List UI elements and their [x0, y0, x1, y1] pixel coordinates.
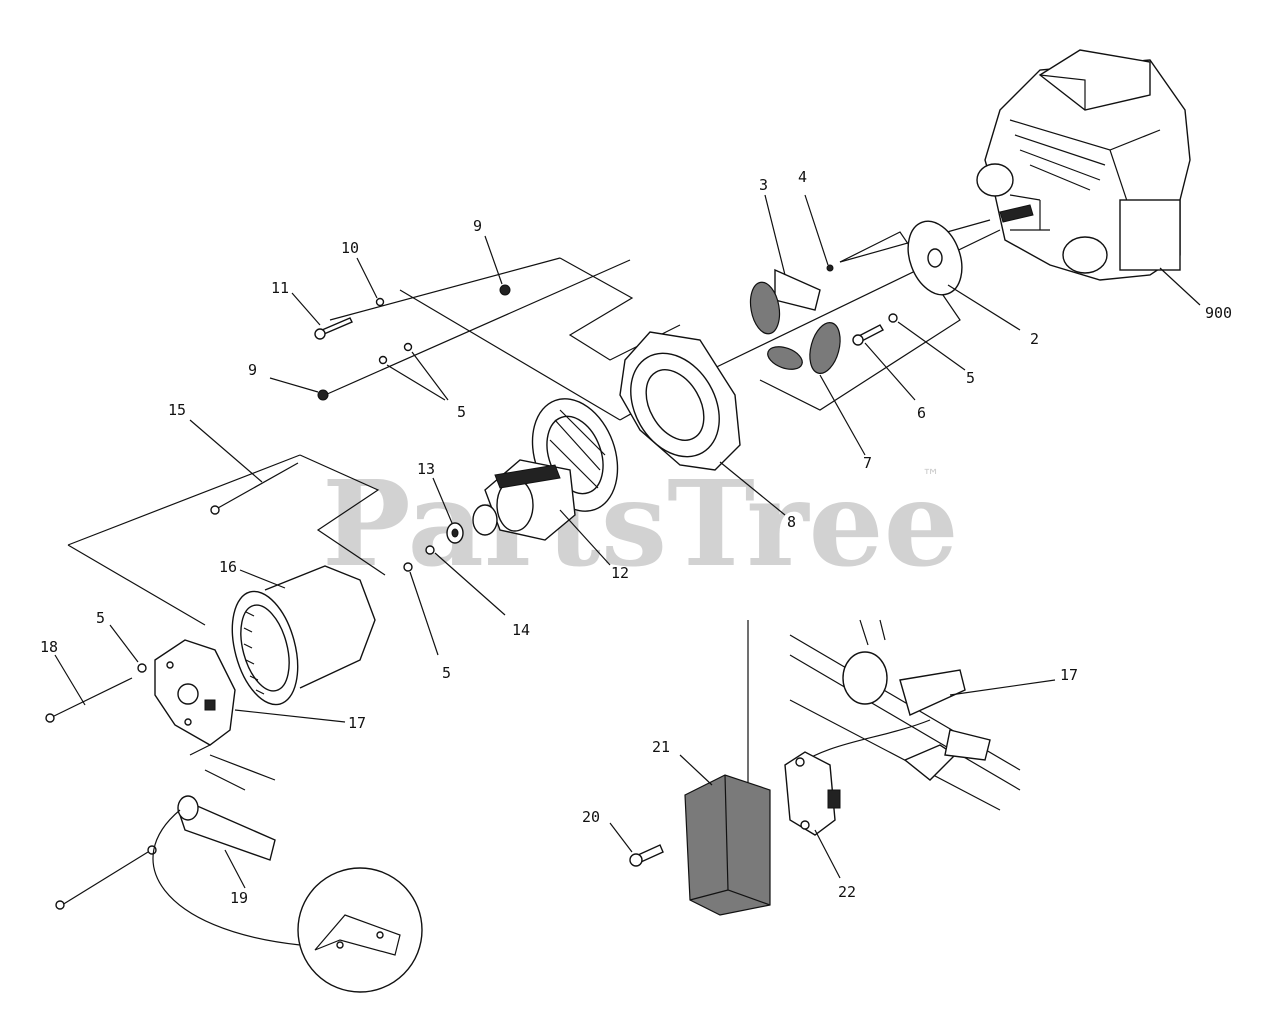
frame-detail-part-17[interactable] [789, 619, 1021, 811]
rectifier-part-22[interactable] [784, 751, 841, 836]
assembly-frame-right [759, 231, 961, 411]
detail-inset-circle [297, 867, 423, 993]
bracket-part-19[interactable] [177, 795, 276, 861]
callout-12: 12 [611, 564, 629, 582]
leader-7 [819, 374, 866, 456]
callout-7: 7 [863, 454, 872, 472]
engine-part-900[interactable] [976, 49, 1191, 281]
bearing-part-13[interactable] [446, 522, 464, 544]
callout-3: 3 [759, 176, 768, 194]
callout-18: 18 [40, 638, 58, 656]
leader-13 [432, 477, 453, 524]
leader-900 [1159, 267, 1201, 306]
stator-part-16[interactable] [221, 565, 376, 712]
washer-part-5-rotor[interactable] [403, 562, 413, 572]
leader-11 [291, 292, 321, 326]
callout-6: 6 [917, 404, 926, 422]
housing-ring-part-8[interactable] [613, 331, 741, 473]
watermark-text: PartsTree [322, 454, 959, 593]
callout-20: 20 [582, 808, 600, 826]
watermark-trademark: ™ [922, 466, 940, 487]
leader-18 [54, 654, 86, 706]
callout-17-left: 17 [348, 714, 366, 732]
callout-900: 900 [1205, 304, 1232, 322]
leader-6 [864, 342, 916, 401]
callout-5-rotor: 5 [442, 664, 451, 682]
washer-part-14[interactable] [425, 545, 435, 555]
callout-5-end-bell: 5 [96, 609, 105, 627]
callout-5-engine: 5 [966, 369, 975, 387]
callout-9-upper: 9 [473, 217, 482, 235]
callout-8: 8 [787, 513, 796, 531]
callout-19: 19 [230, 889, 248, 907]
leader-5-end-bell [109, 624, 139, 663]
rotor-fan-part-12[interactable] [472, 387, 632, 541]
axis-line-mid [324, 259, 631, 396]
leader-5-engine [897, 321, 966, 371]
leader-8 [719, 461, 786, 516]
leader-4 [804, 194, 829, 266]
leader-9-upper [484, 235, 503, 285]
leader-21 [679, 754, 713, 786]
callout-4: 4 [798, 168, 807, 186]
leader-20 [609, 822, 633, 853]
callout-5-top: 5 [457, 403, 466, 421]
through-bolt-part-15[interactable] [210, 462, 299, 515]
bolt-part-11[interactable] [314, 317, 353, 340]
bolt-part-19-mount[interactable] [55, 845, 157, 910]
leader-17-right [949, 679, 1056, 696]
callout-14: 14 [512, 621, 530, 639]
bolt-part-18[interactable] [45, 677, 133, 723]
leader-16 [239, 569, 286, 589]
callout-2: 2 [1030, 330, 1039, 348]
leader-2 [947, 284, 1021, 331]
leader-10 [356, 257, 378, 299]
leader-5-top [386, 351, 449, 401]
bolt-part-6[interactable] [852, 324, 884, 346]
bolt-part-20[interactable] [629, 844, 664, 867]
leader-5-rotor [409, 571, 439, 656]
callout-11: 11 [271, 279, 289, 297]
leader-12 [559, 509, 611, 566]
leader-15 [189, 419, 263, 483]
leader-17-left [234, 709, 346, 723]
callout-15: 15 [168, 401, 186, 419]
callout-13: 13 [417, 460, 435, 478]
washer-part-10[interactable] [375, 297, 385, 307]
nut-part-9-lower[interactable] [317, 389, 329, 401]
dashed-guide [189, 744, 276, 791]
callout-16: 16 [219, 558, 237, 576]
assembly-frame-upper [559, 257, 681, 361]
callout-9-lower: 9 [248, 361, 257, 379]
axis-line-top [329, 257, 561, 321]
callout-10: 10 [341, 239, 359, 257]
end-bell-part-17[interactable] [154, 639, 236, 746]
callout-21: 21 [652, 738, 670, 756]
washers-part-5-top[interactable] [378, 342, 413, 365]
washer-part-5-engine[interactable] [888, 313, 898, 323]
callout-17-right: 17 [1060, 666, 1078, 684]
assembly-frame-base [67, 454, 301, 626]
leader-22 [814, 829, 841, 879]
callout-22: 22 [838, 883, 856, 901]
part-3[interactable] [774, 268, 821, 311]
leader-19 [224, 849, 246, 889]
washer-part-5-end-bell[interactable] [137, 663, 147, 673]
screen-mesh-part-7[interactable] [747, 280, 846, 377]
nut-part-9-upper[interactable] [499, 284, 511, 296]
adapter-plate-part-2[interactable] [899, 214, 972, 303]
assembly-frame-left [299, 454, 386, 576]
detail-leader [152, 809, 301, 946]
cover-screen-part-21[interactable] [684, 774, 771, 916]
leader-3 [764, 194, 786, 276]
leader-14 [434, 552, 506, 616]
leader-9-lower [269, 377, 319, 393]
screw-part-4[interactable] [826, 264, 834, 272]
